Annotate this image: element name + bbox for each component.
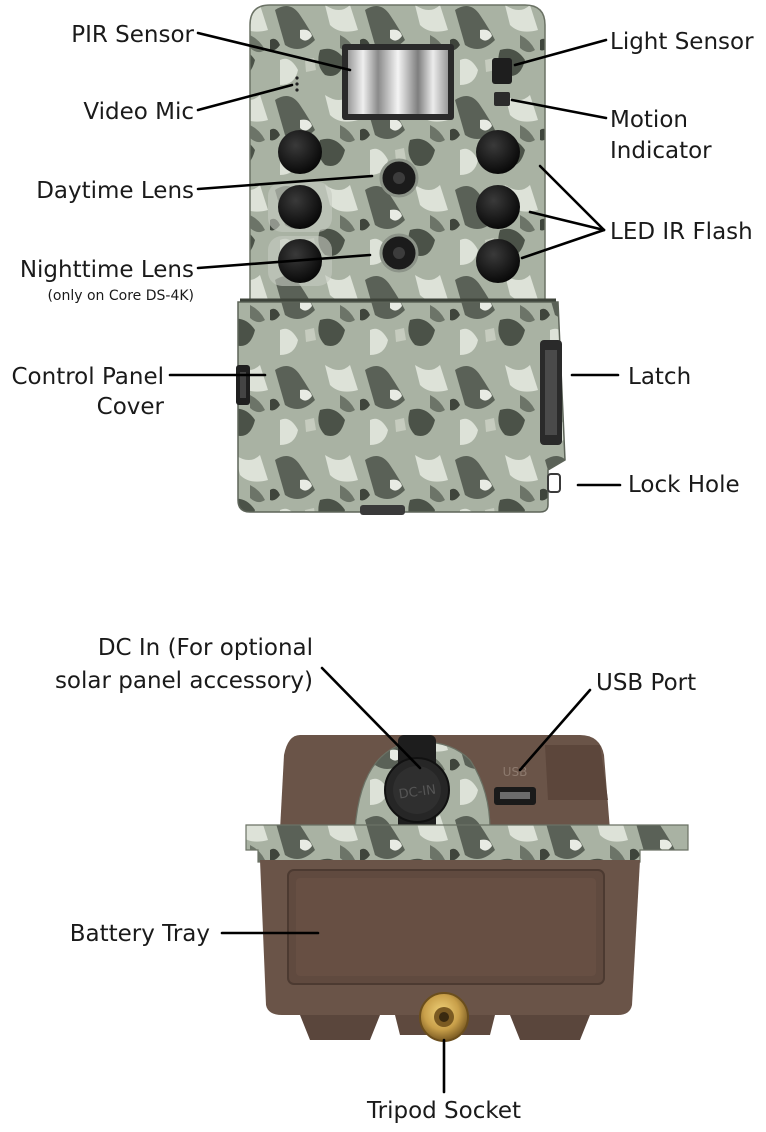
camera-front-view (236, 4, 566, 515)
label-video-mic: Video Mic (83, 99, 194, 125)
label-dc-in-2: solar panel accessory) (55, 668, 313, 694)
label-control-panel-cover: Control Panel (12, 364, 165, 390)
front-labels: PIR Sensor Video Mic Daytime Lens Nightt… (12, 22, 755, 498)
label-control-panel-cover-2: Cover (97, 394, 165, 420)
motion-indicator (494, 92, 510, 106)
dc-in-imprint: DC-IN (398, 782, 437, 802)
label-latch: Latch (628, 364, 691, 390)
led-ir-flash (476, 239, 520, 283)
tripod-socket (419, 992, 469, 1042)
label-usb-port: USB Port (596, 670, 696, 696)
camo-rim (245, 824, 689, 863)
led-ir-flash (476, 185, 520, 229)
bottom-labels: DC In (For optional solar panel accessor… (55, 635, 696, 1124)
label-light-sensor: Light Sensor (610, 29, 754, 55)
front-leader-lines (168, 31, 622, 487)
label-tripod-socket: Tripod Socket (366, 1098, 521, 1124)
latch (540, 340, 562, 445)
label-dc-in: DC In (For optional (98, 635, 313, 661)
usb-port: USB (494, 765, 536, 805)
label-pir-sensor: PIR Sensor (71, 22, 194, 48)
led-ir-flash (476, 130, 520, 174)
label-battery-tray: Battery Tray (70, 921, 210, 947)
label-led-ir-flash: LED IR Flash (610, 219, 753, 245)
video-mic (295, 76, 299, 92)
label-lock-hole: Lock Hole (628, 472, 740, 498)
light-sensor (492, 58, 512, 84)
control-panel-latch (236, 365, 250, 405)
label-daytime-lens: Daytime Lens (36, 178, 194, 204)
label-motion-indicator: Motion (610, 107, 688, 133)
bottom-leader-lines (220, 666, 592, 1094)
label-nighttime-lens: Nighttime Lens (20, 257, 194, 283)
led-ir-flash (278, 130, 322, 174)
label-nighttime-lens-note: (only on Core DS-4K) (47, 288, 194, 304)
camera-bottom-view: DC-IN USB (245, 735, 689, 1042)
lock-hole (547, 473, 561, 493)
label-motion-indicator-2: Indicator (610, 138, 712, 164)
camera-lower-door (237, 301, 566, 513)
led-ir-flash (278, 185, 322, 229)
